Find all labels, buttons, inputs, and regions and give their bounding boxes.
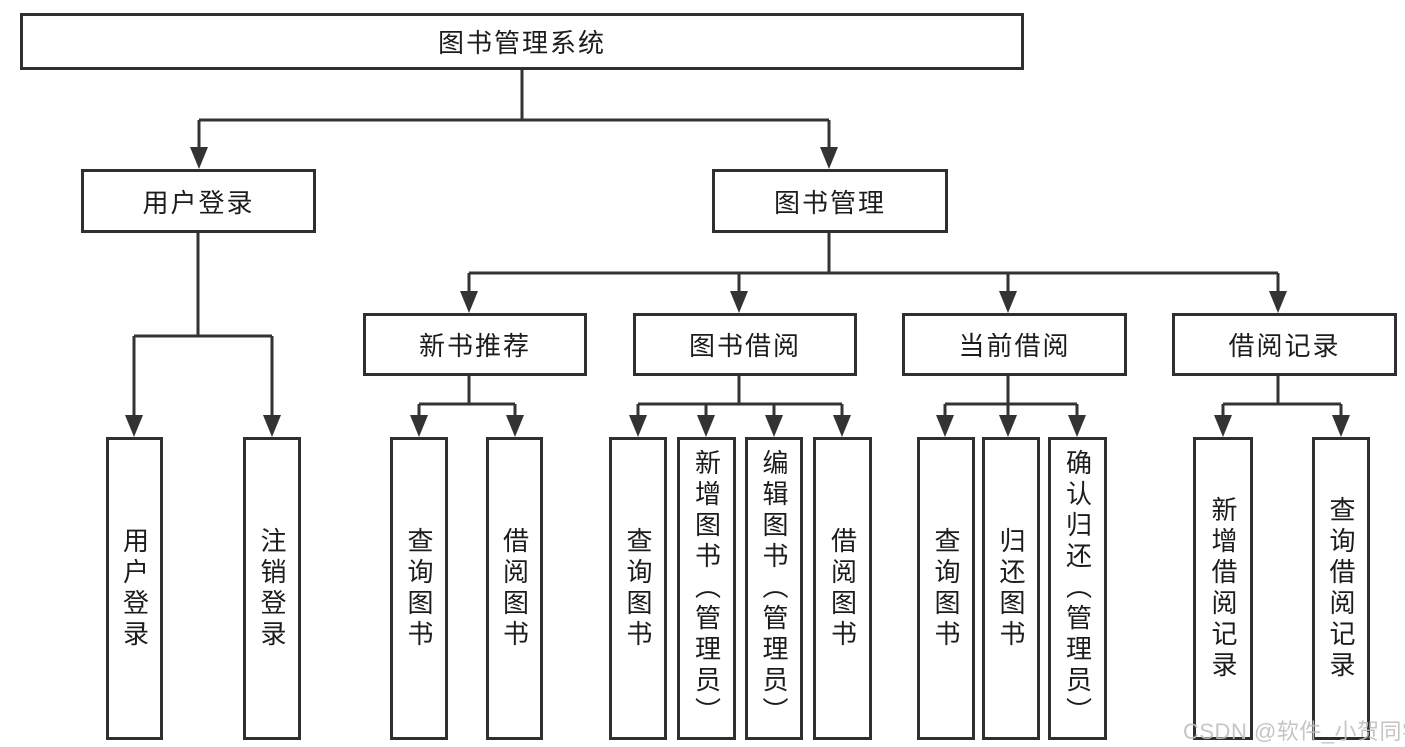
arrowhead [1214, 415, 1232, 437]
connector-paths [132, 69, 1343, 417]
arrowhead [833, 415, 851, 437]
node-book-management: 图书管理 [712, 169, 948, 233]
arrowhead [410, 415, 428, 437]
arrowhead [999, 415, 1017, 437]
arrowhead [460, 291, 478, 313]
leaf-confirm-return-admin: 确认归还（管理员） [1048, 437, 1107, 740]
node-book-borrowing: 图书借阅 [633, 313, 857, 376]
csdn-watermark: CSDN @软件_小贺同学 [1183, 719, 1405, 744]
arrowhead [820, 147, 838, 169]
arrowhead [936, 415, 954, 437]
node-library-management-system: 图书管理系统 [20, 13, 1024, 70]
node-user-login: 用户登录 [81, 169, 316, 233]
arrowhead [1269, 291, 1287, 313]
leaf-query-books-borrowing: 查询图书 [609, 437, 667, 740]
arrowhead [263, 415, 281, 437]
arrowhead [999, 291, 1017, 313]
leaf-logout: 注销登录 [243, 437, 301, 740]
leaf-query-books-current: 查询图书 [917, 437, 975, 740]
arrowhead [765, 415, 783, 437]
arrowhead [190, 147, 208, 169]
leaf-borrow-books-borrowing: 借阅图书 [813, 437, 872, 740]
arrowhead [629, 415, 647, 437]
leaf-return-book: 归还图书 [982, 437, 1040, 740]
arrowhead [1332, 415, 1350, 437]
arrowhead [697, 415, 715, 437]
arrowhead [1068, 415, 1086, 437]
leaf-query-borrow-record: 查询借阅记录 [1312, 437, 1370, 740]
leaf-borrow-books-recommend: 借阅图书 [486, 437, 543, 740]
node-borrowing-records: 借阅记录 [1172, 313, 1397, 376]
arrowhead [730, 291, 748, 313]
node-current-borrowing: 当前借阅 [902, 313, 1127, 376]
leaf-query-books-recommend: 查询图书 [390, 437, 448, 740]
arrowhead [506, 415, 524, 437]
arrowhead [125, 415, 143, 437]
node-new-book-recommendation: 新书推荐 [363, 313, 587, 376]
leaf-add-book-admin: 新增图书（管理员） [677, 437, 736, 740]
leaf-edit-book-admin: 编辑图书（管理员） [745, 437, 803, 740]
leaf-user-login: 用户登录 [106, 437, 163, 740]
leaf-add-borrow-record: 新增借阅记录 [1193, 437, 1253, 740]
